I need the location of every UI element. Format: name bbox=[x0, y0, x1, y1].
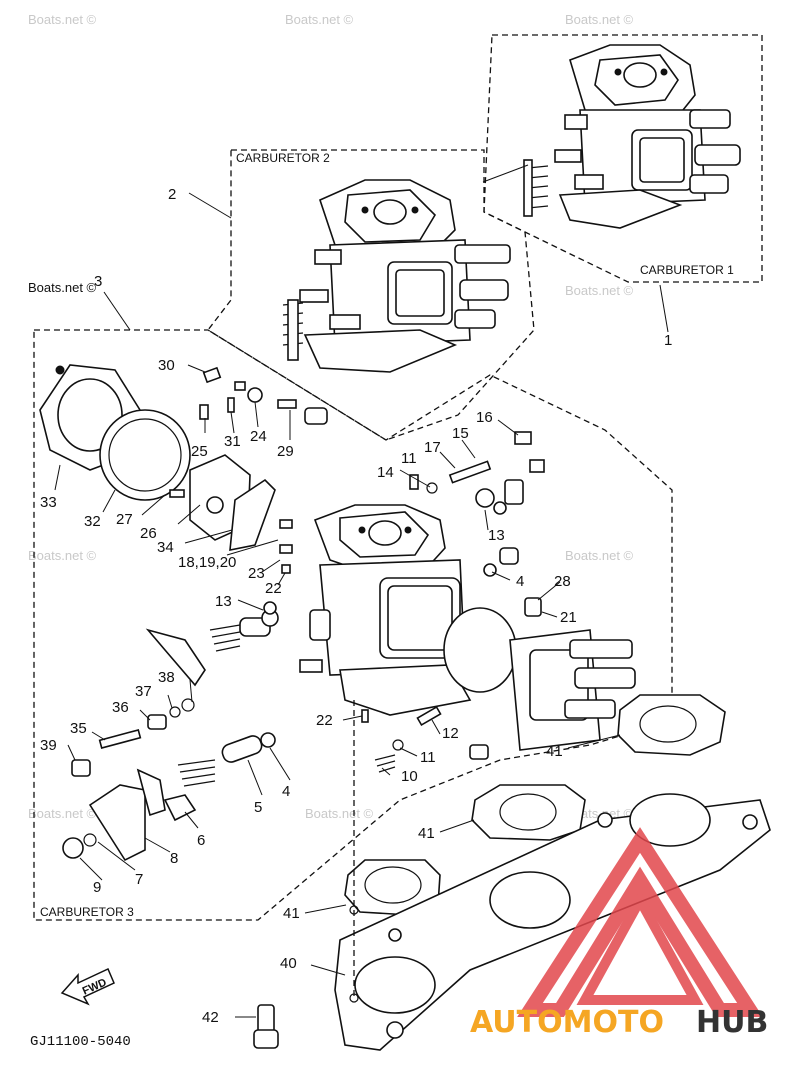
carburetor-1-label: CARBURETOR 1 bbox=[640, 263, 734, 277]
watermark: Boats.net © bbox=[565, 283, 634, 298]
carburetor-1-group: CARBURETOR 1 bbox=[483, 34, 763, 283]
carburetor-2-illustration bbox=[282, 179, 511, 373]
label-12: 12 bbox=[442, 725, 459, 742]
manifold-gaskets bbox=[344, 694, 726, 916]
watermark: Boats.net © bbox=[305, 806, 374, 821]
label-18-19-20: 18,19,20 bbox=[178, 554, 236, 571]
label-14: 14 bbox=[377, 464, 394, 481]
diagram-code: GJ11100-5040 bbox=[30, 1034, 131, 1050]
label-9: 9 bbox=[93, 879, 101, 896]
watermark: Boats.net © bbox=[28, 806, 97, 821]
label-1: 1 bbox=[664, 332, 672, 349]
label-28: 28 bbox=[554, 573, 571, 590]
label-21: 21 bbox=[560, 609, 577, 626]
leader-lines bbox=[54, 364, 621, 1018]
label-4-lower: 4 bbox=[282, 783, 290, 800]
label-10: 10 bbox=[401, 768, 418, 785]
label-8: 8 bbox=[170, 850, 178, 867]
label-4-upper: 4 bbox=[516, 573, 524, 590]
watermark: Boats.net © bbox=[285, 12, 354, 27]
label-31: 31 bbox=[224, 433, 241, 450]
carburetor-3-illustration bbox=[299, 504, 636, 751]
label-3: 3 bbox=[94, 273, 102, 290]
carburetor-1-illustration bbox=[523, 44, 741, 229]
label-26: 26 bbox=[140, 525, 157, 542]
label-29: 29 bbox=[277, 443, 294, 460]
part-labels: 30 25 31 24 29 33 32 27 26 34 18,19,20 2… bbox=[40, 357, 577, 1026]
label-13-left: 13 bbox=[215, 593, 232, 610]
label-16: 16 bbox=[476, 409, 493, 426]
carburetor-3-parts bbox=[39, 364, 545, 862]
label-22-lower: 22 bbox=[316, 712, 333, 729]
label-40: 40 bbox=[280, 955, 297, 972]
watermark: Boats.net © bbox=[565, 548, 634, 563]
label-5: 5 bbox=[254, 799, 262, 816]
label-38: 38 bbox=[158, 669, 175, 686]
label-41-mid: 41 bbox=[418, 825, 435, 842]
label-34: 34 bbox=[157, 539, 174, 556]
label-17: 17 bbox=[424, 439, 441, 456]
label-25: 25 bbox=[191, 443, 208, 460]
watermark: Boats.net © bbox=[28, 12, 97, 27]
label-36: 36 bbox=[112, 699, 129, 716]
label-6: 6 bbox=[197, 832, 205, 849]
carburetor-2-group: CARBURETOR 2 bbox=[207, 149, 535, 441]
forward-arrow-icon: FWD bbox=[60, 967, 115, 1006]
label-30: 30 bbox=[158, 357, 175, 374]
brand-hub: HUB bbox=[696, 1005, 768, 1040]
watermark-dark: Boats.net © bbox=[28, 280, 97, 295]
label-23: 23 bbox=[248, 565, 265, 582]
bolt-42 bbox=[253, 1004, 279, 1049]
label-7: 7 bbox=[135, 871, 143, 888]
label-41-top: 41 bbox=[546, 743, 563, 760]
label-2: 2 bbox=[168, 186, 176, 203]
label-41-bottom: 41 bbox=[283, 905, 300, 922]
label-35: 35 bbox=[70, 720, 87, 737]
label-33: 33 bbox=[40, 494, 57, 511]
label-24: 24 bbox=[250, 428, 267, 445]
label-13-right: 13 bbox=[488, 527, 505, 544]
automotohub-logo bbox=[517, 827, 763, 1017]
label-22-upper: 22 bbox=[265, 580, 282, 597]
watermark: Boats.net © bbox=[565, 12, 634, 27]
label-32: 32 bbox=[84, 513, 101, 530]
watermark: Boats.net © bbox=[28, 548, 97, 563]
carburetor-2-label: CARBURETOR 2 bbox=[236, 151, 330, 165]
label-42: 42 bbox=[202, 1009, 219, 1026]
label-27: 27 bbox=[116, 511, 133, 528]
carburetor-3-label: CARBURETOR 3 bbox=[40, 905, 134, 919]
label-11-lower: 11 bbox=[420, 749, 436, 766]
label-11-upper: 11 bbox=[401, 450, 417, 467]
label-37: 37 bbox=[135, 683, 152, 700]
label-39: 39 bbox=[40, 737, 57, 754]
label-15: 15 bbox=[452, 425, 469, 442]
brand-automoto: AUTOMOTO bbox=[470, 1005, 664, 1040]
